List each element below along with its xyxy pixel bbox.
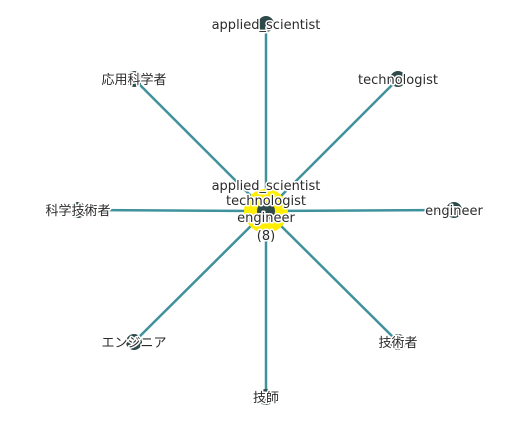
node-label: technologist [358,73,438,88]
node-label: applied_scientist [212,18,321,33]
node-dot [126,334,142,350]
node-dot [70,202,86,218]
graph-node-n4[interactable]: 技師 [251,389,281,408]
graph-node-n6[interactable]: 科学技術者 [44,202,112,221]
graph-nodes: applied_scientisttechnologistengineer技術者… [44,16,485,408]
node-dot [258,16,274,32]
node-dot [390,71,406,87]
node-dot [390,334,406,350]
node-label: 技師 [253,391,279,406]
graph-node-n1[interactable]: technologist [357,71,439,90]
graph-edges [76,22,456,399]
edge-n6 [76,208,268,213]
node-dot [126,71,142,87]
node-label: engineer [425,204,483,219]
node-label: エンジニア [101,336,166,351]
node-dot [258,389,274,405]
graph-node-n2[interactable]: engineer [424,202,485,221]
edge-n3 [264,209,400,344]
node-label: 科学技術者 [45,203,110,219]
graph-node-n3[interactable]: 技術者 [377,334,419,353]
node-label: 技術者 [378,336,417,351]
center-label-line-3: engineer [237,211,295,226]
center-dot [257,202,275,220]
center-label-count: (8) [257,229,275,244]
center-node[interactable]: applied_scientist technologist engineer … [210,178,322,246]
node-label: 応用科学者 [101,72,166,88]
center-label-line-2: technologist [226,194,306,209]
graph-node-n0[interactable]: applied_scientist [210,16,322,35]
graph-node-n5[interactable]: エンジニア [100,334,168,353]
graph-node-n7[interactable]: 応用科学者 [100,71,168,90]
edge-n7 [132,77,268,213]
edge-n1 [264,77,400,213]
node-dot [446,202,462,218]
edge-n5 [132,209,268,344]
center-label-line-1: applied_scientist [212,179,321,194]
edge-n2 [264,208,456,213]
